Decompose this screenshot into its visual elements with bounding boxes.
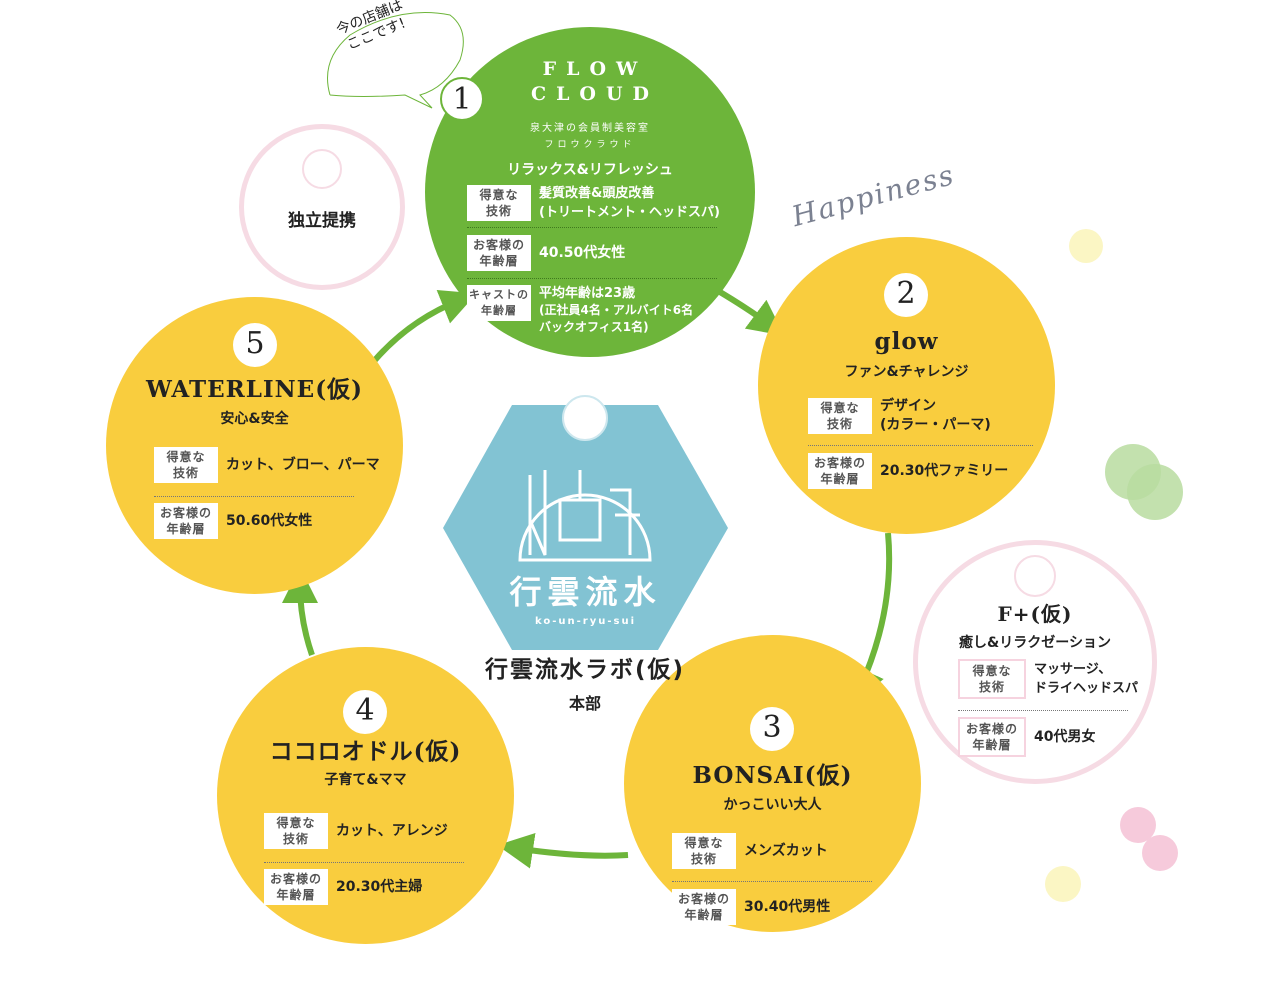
row-label: お客様の年齢層 xyxy=(958,717,1026,757)
row-label: お客様の年齢層 xyxy=(264,869,328,905)
store-4-kokoro-odoru: 4 ココロオドル(仮) 子育て&ママ 得意な技術 カット、アレンジ お客様の年齢… xyxy=(217,647,514,944)
row-value: 平均年齢は23歳(正社員4名・アルバイト6名バックオフィス1名) xyxy=(539,286,694,334)
hq-sub: 本部 xyxy=(568,694,601,713)
independent-partnership-circle: 独立提携 xyxy=(239,124,405,290)
store-number-badge: 3 xyxy=(750,707,794,751)
store-concept: 癒し&リラクゼーション xyxy=(959,635,1111,651)
row-value: 40.50代女性 xyxy=(539,244,626,261)
info-row: お客様の年齢層 20.30代ファミリー xyxy=(808,453,1008,489)
info-row: お客様の年齢層 40.50代女性 xyxy=(467,235,625,271)
store-3-bonsai: 3 BONSAI(仮) かっこいい大人 得意な技術 メンズカット お客様の年齢層… xyxy=(624,635,921,932)
row-label: 得意な技術 xyxy=(264,813,328,849)
info-row: 得意な技術 カット、ブロー、パーマ xyxy=(154,447,380,483)
logo-line: FLOW xyxy=(542,58,648,80)
hq-name: 行雲流水ラボ(仮) xyxy=(484,657,686,683)
info-row: 得意な技術 デザイン(カラー・パーマ) xyxy=(808,397,991,435)
store-concept: リラックス&リフレッシュ xyxy=(507,162,673,178)
store-name: F+(仮) xyxy=(997,602,1073,626)
fplus-circle: F+(仮) 癒し&リラクゼーション 得意な技術 マッサージ、ドライヘッドスパ お… xyxy=(913,540,1157,784)
row-value: 20.30代ファミリー xyxy=(880,462,1009,479)
deco-dot xyxy=(1069,229,1103,263)
hq-logo-mark xyxy=(518,470,652,562)
store-concept: 子育て&ママ xyxy=(324,772,407,788)
independent-label: 独立提携 xyxy=(288,211,356,231)
store-1-flow-cloud: FLOW CLOUD 泉大津の会員制美容室 フロウクラウド リラックス&リフレッ… xyxy=(425,27,755,357)
hq-hexagon-hole xyxy=(562,395,608,441)
row-label: お客様の年齢層 xyxy=(154,503,218,539)
info-row: 得意な技術 カット、アレンジ xyxy=(264,813,448,849)
row-label: 得意な技術 xyxy=(672,833,736,869)
deco-dot xyxy=(1142,835,1178,871)
store-concept: 安心&安全 xyxy=(220,411,289,427)
store-desc: 泉大津の会員制美容室 xyxy=(530,123,650,134)
row-label: お客様の年齢層 xyxy=(672,889,736,925)
ring-decor xyxy=(302,149,342,189)
info-row: お客様の年齢層 30.40代男性 xyxy=(672,889,830,925)
info-row: お客様の年齢層 40代男女 xyxy=(958,717,1095,757)
row-label: 得意な技術 xyxy=(467,185,531,221)
row-value: 20.30代主婦 xyxy=(336,878,423,895)
deco-dot xyxy=(1120,807,1156,843)
store-number-badge: 4 xyxy=(343,690,387,734)
arrow-5-to-1 xyxy=(372,289,477,362)
store-name: BONSAI(仮) xyxy=(692,762,853,789)
info-row: お客様の年齢層 20.30代主婦 xyxy=(264,869,422,905)
store-number-badge: 5 xyxy=(233,323,277,367)
row-label: お客様の年齢層 xyxy=(467,235,531,271)
row-value: マッサージ、ドライヘッドスパ xyxy=(1034,662,1139,696)
info-row: 得意な技術 マッサージ、ドライヘッドスパ xyxy=(958,659,1138,699)
speech-bubble xyxy=(327,12,464,109)
row-value: 30.40代男性 xyxy=(744,898,831,915)
row-value: デザイン(カラー・パーマ) xyxy=(880,398,991,433)
row-value: 50.60代女性 xyxy=(226,512,313,529)
info-row: 得意な技術 髪質改善&頭皮改善(トリートメント・ヘッドスパ) xyxy=(467,184,720,222)
store-name: ココロオドル(仮) xyxy=(269,738,462,765)
store-2-glow: 2 glow ファン&チャレンジ 得意な技術 デザイン(カラー・パーマ) お客様… xyxy=(758,237,1055,534)
store-concept: かっこいい大人 xyxy=(723,797,822,813)
logo-line: CLOUD xyxy=(530,83,660,105)
arrow-1-to-2 xyxy=(718,289,785,336)
hq-logo-roman: ko-un-ryu-sui xyxy=(534,616,636,627)
row-value: カット、ブロー、パーマ xyxy=(226,456,380,473)
store-number-badge: 2 xyxy=(884,273,928,317)
info-row: キャストの年齢層 平均年齢は23歳(正社員4名・アルバイト6名バックオフィス1名… xyxy=(467,285,693,336)
store-number-badge: 1 xyxy=(440,77,484,121)
deco-dot xyxy=(1127,464,1183,520)
row-label: お客様の年齢層 xyxy=(808,453,872,489)
hq-hexagon xyxy=(443,405,728,650)
row-value: 髪質改善&頭皮改善(トリートメント・ヘッドスパ) xyxy=(539,186,720,220)
row-label: 得意な技術 xyxy=(154,447,218,483)
arrow-2-to-3 xyxy=(850,532,893,705)
row-label: キャストの年齢層 xyxy=(467,285,531,321)
hq-logo-kanji: 行雲流水 xyxy=(509,573,662,611)
row-value: 40代男女 xyxy=(1034,728,1096,745)
arrow-4-to-5 xyxy=(282,567,319,656)
deco-dot xyxy=(1045,866,1081,902)
store-concept: ファン&チャレンジ xyxy=(844,364,969,380)
row-value: カット、アレンジ xyxy=(336,822,448,839)
arrow-3-to-4 xyxy=(497,832,629,869)
row-value: メンズカット xyxy=(744,842,828,859)
store-kana: フロウクラウド xyxy=(544,140,636,150)
flow-cloud-logo: FLOW CLOUD xyxy=(525,57,665,107)
ring-decor xyxy=(1014,555,1056,597)
store-5-waterline: 5 WATERLINE(仮) 安心&安全 得意な技術 カット、ブロー、パーマ お… xyxy=(106,297,403,594)
info-row: お客様の年齢層 50.60代女性 xyxy=(154,503,312,539)
store-name: glow xyxy=(874,328,939,355)
store-name: WATERLINE(仮) xyxy=(146,376,363,403)
info-row: 得意な技術 メンズカット xyxy=(672,833,828,869)
row-label: 得意な技術 xyxy=(958,659,1026,699)
row-label: 得意な技術 xyxy=(808,398,872,434)
